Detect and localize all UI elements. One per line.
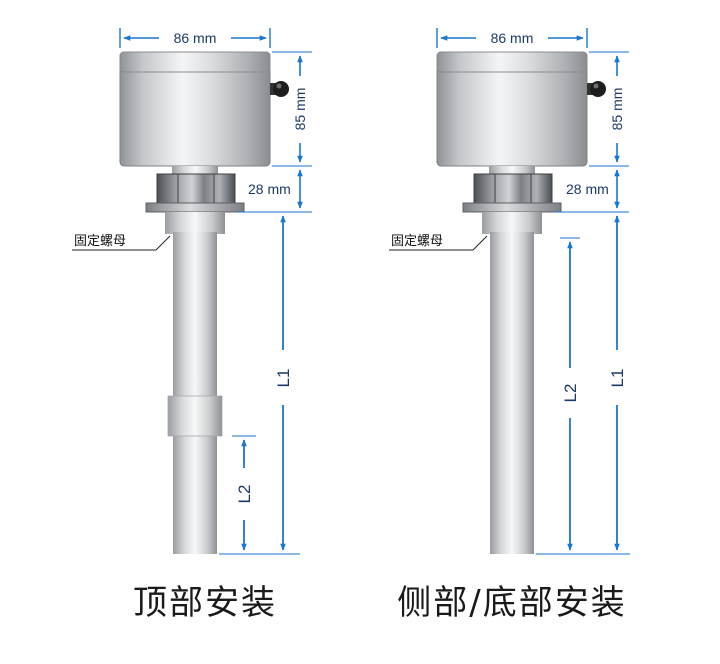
side-mount-dimensions: 86 mm 85 mm 28 mm L1 L2 <box>436 28 630 555</box>
head-height-label: 85 mm <box>609 88 625 131</box>
nut-height-label: 28 mm <box>566 181 609 197</box>
fixing-nut-callout-left: 固定螺母 <box>72 234 171 251</box>
probe-rod <box>490 232 534 554</box>
fixing-nut-label: 固定螺母 <box>74 234 126 249</box>
caption-side-mount: 侧部/底部安装 <box>397 583 626 623</box>
sensor-neck <box>172 166 218 176</box>
head-height-label: 85 mm <box>292 88 308 131</box>
width-dimension-label: 86 mm <box>491 30 534 46</box>
fixing-nut <box>145 202 245 213</box>
threaded-stub <box>482 212 542 234</box>
fixing-nut <box>462 202 562 213</box>
width-dimension-label: 86 mm <box>174 30 217 46</box>
side-mount-sensor <box>436 51 606 554</box>
nut-height-label: 28 mm <box>248 181 291 197</box>
l2-label: L2 <box>235 485 254 504</box>
cable-gland-icon <box>270 81 289 97</box>
fixing-nut-callout-right: 固定螺母 <box>389 234 488 251</box>
l2-label: L2 <box>561 384 580 403</box>
top-mount-dimensions: 86 mm 85 mm 28 mm L1 L2 <box>119 28 312 555</box>
fixing-nut-label: 固定螺母 <box>391 234 443 249</box>
cable-gland-icon <box>587 81 606 97</box>
sensor-neck <box>489 166 535 176</box>
l1-label: L1 <box>608 369 627 388</box>
threaded-stub <box>165 212 225 234</box>
probe-rod <box>173 232 217 554</box>
caption-top-mount: 顶部安装 <box>133 583 277 623</box>
sensor-head-lid <box>436 51 588 73</box>
l1-label: L1 <box>274 369 293 388</box>
probe-sleeve <box>167 395 223 437</box>
top-mount-sensor <box>119 51 289 554</box>
hex-nut <box>156 173 236 205</box>
hex-nut <box>473 173 553 205</box>
sensor-head-lid <box>119 51 271 73</box>
